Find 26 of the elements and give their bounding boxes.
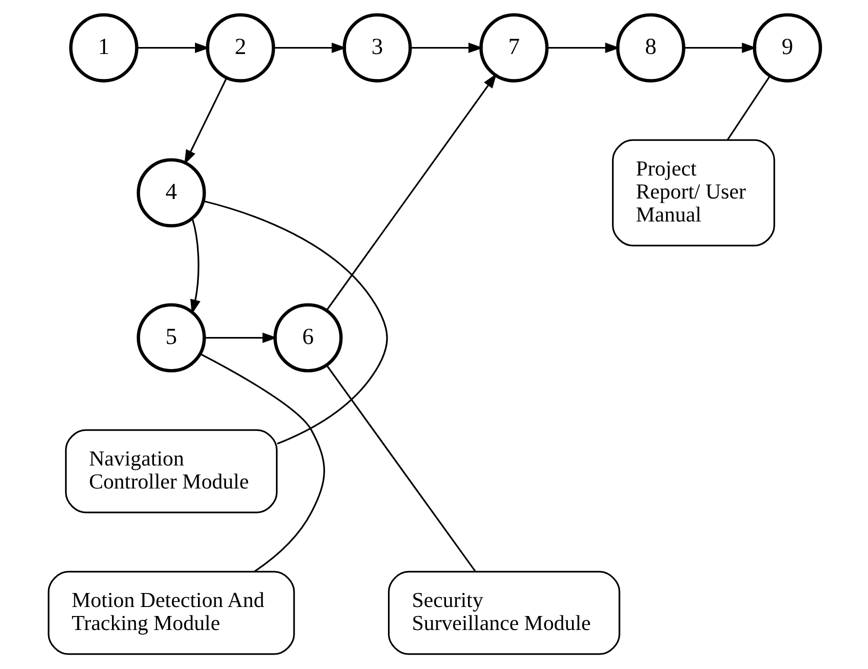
arrow <box>546 42 620 54</box>
arrow <box>204 332 277 343</box>
arrow <box>184 78 227 165</box>
node-circle: 4 <box>136 158 206 228</box>
connector <box>199 353 324 572</box>
node-box: Motion Detection And Tracking Module <box>47 570 294 655</box>
node-circle: 3 <box>342 13 412 82</box>
arrow <box>190 218 200 314</box>
node-circle: 6 <box>272 303 342 372</box>
node-box: Navigation Controller Module <box>64 429 278 514</box>
connector <box>202 200 388 445</box>
node-circle: 7 <box>478 13 548 82</box>
node-box: Security Surveillance Module <box>387 570 620 655</box>
arrow <box>273 42 346 54</box>
arrow <box>410 42 483 54</box>
node-circle: 2 <box>205 13 275 82</box>
node-box: Project Report/ User Manual <box>612 139 775 246</box>
node-circle: 5 <box>136 303 206 372</box>
connector <box>726 76 770 140</box>
arrow <box>136 42 210 54</box>
node-circle: 1 <box>68 13 138 82</box>
connector <box>326 365 476 572</box>
node-circle: 9 <box>752 13 822 82</box>
arrow <box>683 42 756 54</box>
arrow <box>325 73 496 311</box>
node-circle: 8 <box>616 13 685 82</box>
